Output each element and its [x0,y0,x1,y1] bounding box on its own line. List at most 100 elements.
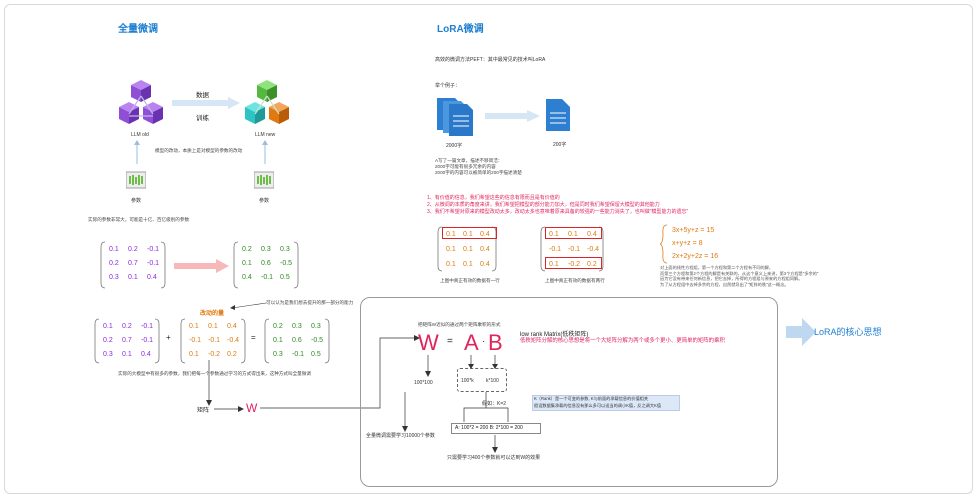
matrix-cell: 0.4 [480,231,490,238]
equation-note: 对上面的线性方程组，第一个方程和第二个方程有不同的解， 而第三个方程和第2个方程… [660,265,818,287]
k-note-line: 假设数据集承载的信息没有那么多可以适当的调小K值，反之调大K值 [534,402,662,408]
matrix-brackets-icon [94,318,160,364]
matrix-cell: 0.5 [280,274,290,281]
approx-equals: = [447,336,453,347]
delta-down-arrow-icon [206,360,212,406]
matrix-brackets-icon [264,318,330,364]
matrix-cell: 0.3 [311,323,321,330]
dot-symbol: · [482,336,486,347]
rank2-caption: 上图中真正有效的数据有两行 [545,278,605,283]
rank2-highlight-box-2 [545,257,602,269]
single-document-icon [546,99,570,131]
low-rank-heading: low rank Matrix(低秩矩阵) [520,332,589,338]
lora-title: LoRA微调 [437,24,484,35]
eq-matrix-original: 0.1 0.2 -0.1 0.2 0.7 -0.1 0.3 0.1 0.4 [94,318,160,364]
matrix-cell: -0.1 [147,260,160,267]
lora-key-points: 1、有价值的信息，我们希望这些的信息有限而且是有价值的 2、从微调的本质的角度来… [427,195,688,216]
matrix-cell: 0.3 [103,351,113,358]
lora-params-down-arrow-icon [492,435,498,453]
example-label: 举个例子： [435,83,461,89]
equation-line: 2x+2y+2z = 16 [672,253,719,260]
matrix-cell: 0.4 [480,246,490,253]
pink-arrow-icon [174,259,229,273]
equation-system: 3x+5y+z = 15 x+y+z = 8 2x+2y+2z = 16 [672,224,718,263]
matrix-cell: -0.1 [568,246,581,253]
llm-new-label: LLM new [255,132,276,138]
matrix-cell: 0.4 [227,323,237,330]
matrix-cell: 0.2 [109,260,119,267]
full-params-note: 全量微调需要学习10000个参数 [366,433,435,439]
core-idea-arrow-icon [786,318,816,346]
ab-params-label: A: 100*2 = 200 B: 2*100 = 200 [455,425,523,431]
equals-sign: = [251,333,256,342]
matrix-cell: 0.4 [147,274,157,281]
matrix-cell: -0.5 [280,260,293,267]
a-dim-label: 100*k [461,378,474,384]
k-note-line: K（Rank）是一个可变的参数, K与前面的承载信息的价值相关 [534,396,649,401]
equation-line: x+y+z = 8 [672,240,703,247]
matrix-cell: 0.4 [480,261,490,268]
matrix-cell: -0.2 [568,261,581,268]
matrix-cell: 0.1 [103,323,113,330]
equation-note-line: 为了从方程组中去掉多余的方程，自然就导出了"矩阵的秩"这一概念。 [660,281,789,287]
matrix-cell: -0.2 [208,351,221,358]
lora-core-box [360,297,778,487]
matrix-cell: -0.1 [189,337,202,344]
train-label: 训练 [196,115,209,122]
b-dim-label: k*100 [486,378,499,384]
matrix-cell: 0.3 [280,246,290,253]
doc-note-line: 2000字可能有很多冗余的内容 [435,164,496,169]
matrix-cell: -0.1 [261,274,274,281]
matrix-cell: 0.1 [446,261,456,268]
matrix-cell: 0.4 [587,231,597,238]
matrix-brackets-icon [233,241,299,289]
k-note: K（Rank）是一个可变的参数, K与前面的承载信息的价值相关 假设数据集承载的… [534,396,661,409]
matrix-cell: 0.1 [128,274,138,281]
params-size-note: 实际的参数非常大，可能是十亿、百亿级别的参数 [88,217,190,222]
matrix-cell: 0.4 [141,351,151,358]
ab-params-box [451,423,541,434]
lora-core-idea-label: LoRA的核心思想 [814,327,882,337]
matrix-cell: 0.4 [242,274,252,281]
matrix-cell: 0.1 [273,337,283,344]
multi-document-icon [437,98,473,136]
doc-compress-arrow-icon [485,110,540,122]
equation-note-line: 因为它没有带来任何新信息，把它去掉，所得的方程组与原来的方程组同解。 [660,276,803,282]
full-finetune-title: 全量微调 [118,24,158,35]
matrix-cell: 0.7 [122,337,132,344]
params-left-chip-icon [126,171,146,189]
matrix-cell: 0.1 [208,323,218,330]
equation-brace-icon [660,224,668,264]
doc-small-label: 200字 [553,142,567,148]
llm-new-cubes-icon [245,80,289,124]
w-symbol-left: W [246,401,258,415]
matrix-cell: 0.1 [189,351,199,358]
up-arrow-left-icon [134,140,140,164]
matrix-cell: 0.2 [103,337,113,344]
w-approx-note: 把矩阵W近似的通过两个矩阵乘积的形式 [418,322,501,327]
ab-bracket-icon [463,392,509,422]
llm-old-label: LLM old [131,132,149,138]
matrix-label: 矩阵 [197,408,210,414]
a-symbol: A [464,330,479,355]
matrix-cell: 0.2 [122,323,132,330]
doc-note-line: 2000字的内容可以被简单的200字描述清楚 [435,170,522,175]
equation-line: 3x+5y+z = 15 [672,227,715,234]
full-finetune-bottom-note: 实际的大模型中有很多的参数，我们把每一个参数通过学习的方式得出来，这种方式叫全量… [118,371,311,376]
matrix-cell: -0.1 [141,337,154,344]
matrix-cell: -0.1 [208,337,221,344]
matrix-cell: 0.3 [261,246,271,253]
matrix-cell: 0.1 [122,351,132,358]
canvas-frame [4,4,973,494]
matrix-cell: -0.1 [141,323,154,330]
equation-note-line: 对上面的线性方程组，第一个方程和第二个方程有不同的解， [660,265,774,270]
matrix-cell: -0.1 [147,246,160,253]
matrix-cell: 0.2 [587,261,597,268]
matrix-cell: 0.1 [463,246,473,253]
lora-intro: 高效的微调方法PEFT：其中最常见的技术叫LoRA [435,57,546,63]
params-left-label: 参数 [131,198,142,204]
matrix-cell: 0.1 [446,231,456,238]
rank2-highlight-box-1 [545,227,602,239]
